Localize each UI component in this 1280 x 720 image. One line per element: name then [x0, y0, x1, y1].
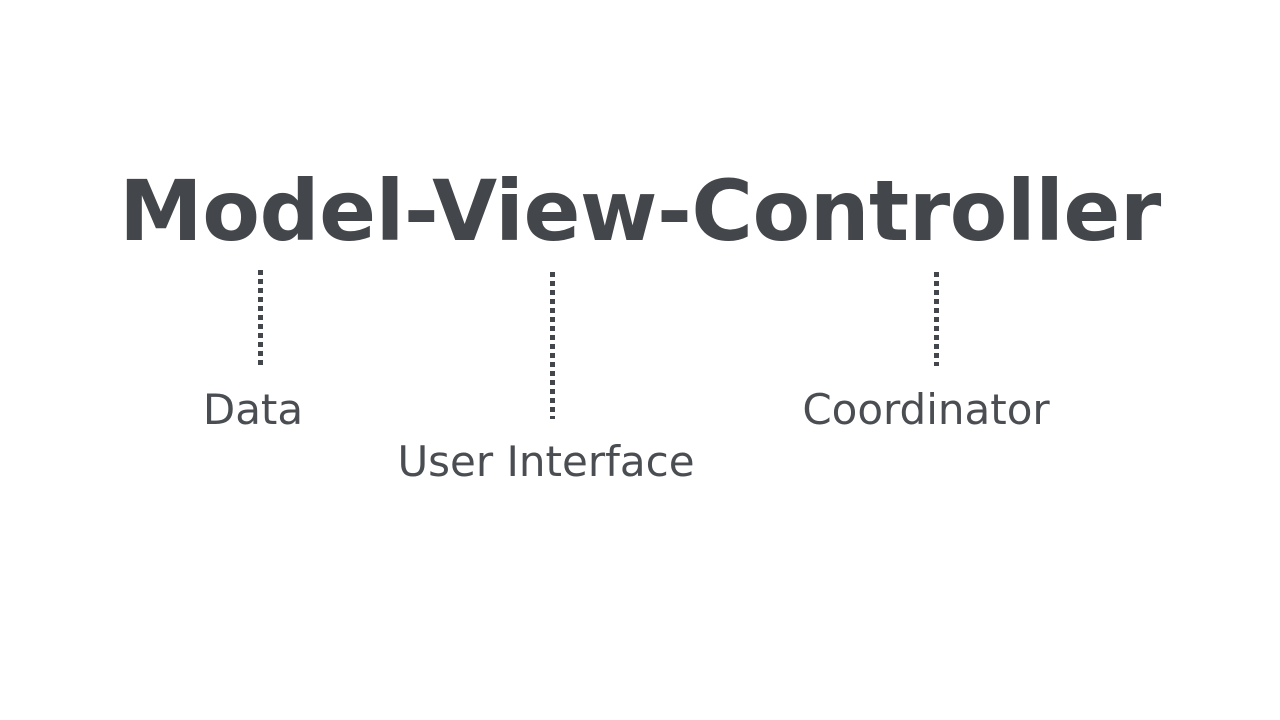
annotation-label-controller: Coordinator [802, 385, 1050, 434]
annotation-label-view: User Interface [397, 437, 695, 486]
dotted-leader-line-controller [934, 272, 939, 366]
dotted-leader-line-view [550, 272, 555, 419]
annotation-label-model: Data [202, 385, 304, 434]
page-title: Model-View-Controller [119, 162, 1161, 260]
dotted-leader-line-model [258, 270, 263, 366]
